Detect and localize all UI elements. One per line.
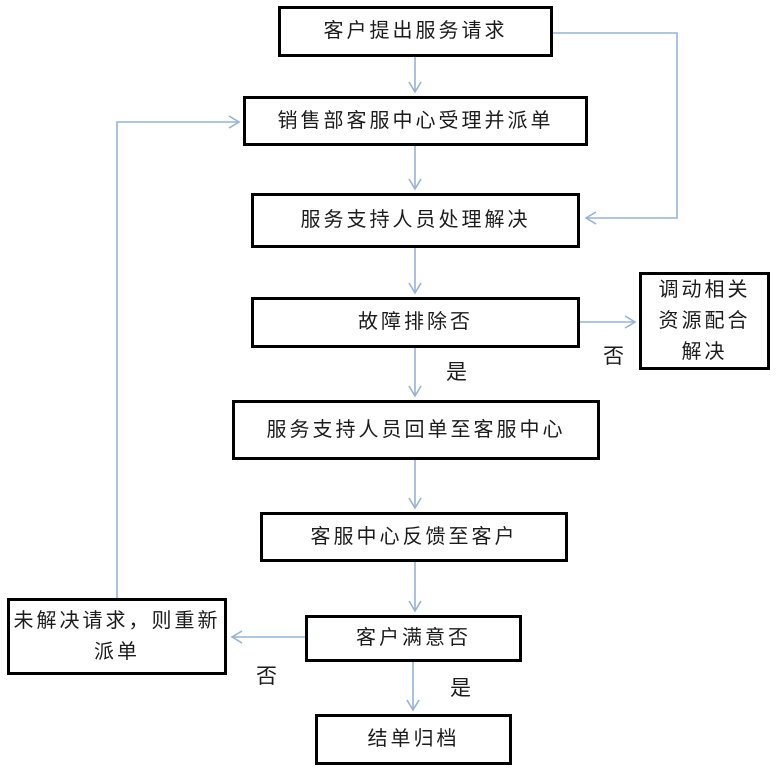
connector-redispatch-to-dispatch-loop — [116, 115, 241, 598]
flow-node-redispatch: 未解决请求，则重新派单 — [7, 598, 227, 675]
flow-node-request: 客户提出服务请求 — [278, 6, 553, 57]
edge-label-satisfied-no: 否 — [256, 664, 277, 688]
flow-node-fault-check: 故障排除否 — [251, 297, 580, 348]
flow-node-feedback: 客服中心反馈至客户 — [260, 512, 568, 562]
flow-node-return-order: 服务支持人员回单至客服中心 — [232, 400, 600, 460]
flow-node-archive: 结单归档 — [315, 714, 512, 765]
edge-label-satisfied-yes: 是 — [450, 676, 471, 700]
flow-node-satisfied: 客户满意否 — [305, 615, 522, 662]
connector-request-to-handle-loop — [553, 32, 678, 225]
flow-node-dispatch: 销售部客服中心受理并派单 — [243, 96, 588, 146]
edge-label-fault-no: 否 — [603, 344, 624, 368]
flow-node-resources: 调动相关资源配合解决 — [639, 272, 770, 370]
edge-label-fault-yes: 是 — [446, 360, 467, 384]
flow-node-handle: 服务支持人员处理解决 — [251, 193, 580, 248]
